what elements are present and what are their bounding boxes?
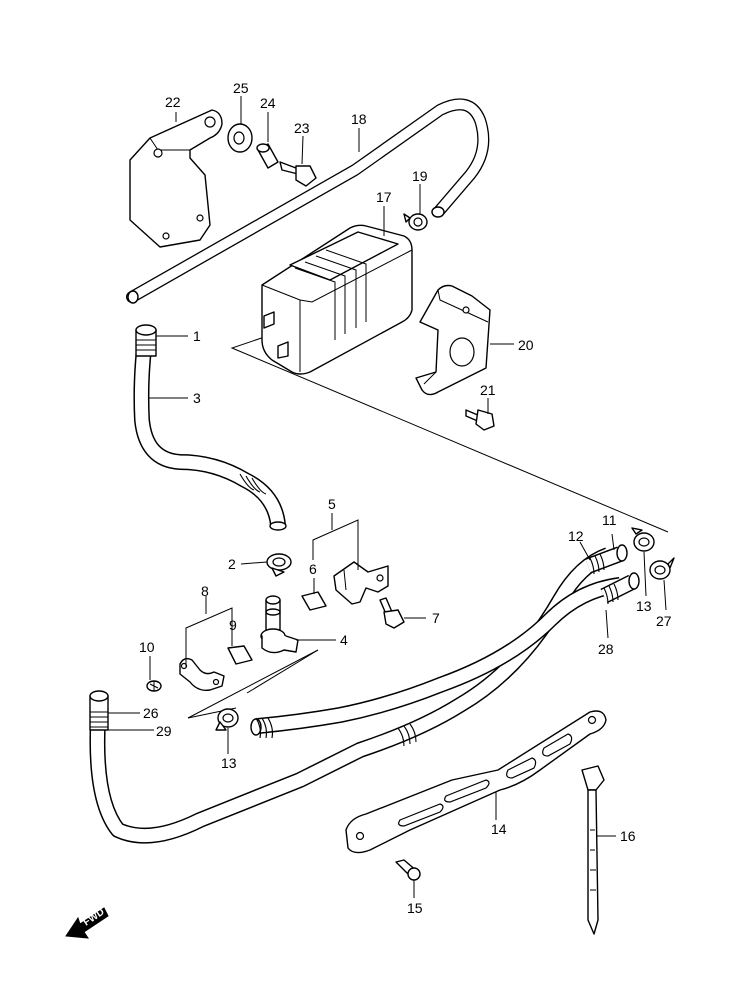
label-part-7: 7 [432,610,440,626]
label-part-27: 27 [656,613,672,629]
label-part-19: 19 [412,168,428,184]
bolt-part-21 [465,409,495,431]
bolt-part-7 [379,597,405,629]
clamp-part-19 [403,213,428,231]
label-part-3: 3 [193,390,201,406]
label-part-25: 25 [233,80,249,96]
grommet-part-25 [227,123,253,153]
label-part-15: 15 [407,900,423,916]
label-part-11: 11 [602,512,617,528]
hose-part-12 [585,544,628,575]
collar-part-24 [256,143,279,169]
fitting-part-1 [135,324,267,495]
label-part-6: 6 [309,561,317,577]
hose-part-29 [89,547,612,844]
label-part-9: 9 [229,617,237,633]
cable-tie-part-16 [581,765,605,935]
label-part-29: 29 [156,723,172,739]
clamp-part-2 [266,553,292,577]
hose-part-11 [600,572,640,605]
hose-end-part-26 [89,690,417,747]
bracket-part-22 [129,109,223,248]
part-number-labels: 1 3 2 4 5 6 7 8 9 10 26 29 13 12 11 13 2… [139,80,672,916]
label-part-26: 26 [143,705,159,721]
label-part-12: 12 [568,528,584,544]
screw-part-10 [146,680,162,692]
clamp-part-13-lower [215,708,239,731]
label-part-28: 28 [598,641,614,657]
label-part-1: 1 [193,328,201,344]
fitting-part-4 [260,595,299,654]
hose-part-3 [133,339,287,531]
clamp-part-27 [649,557,675,580]
label-part-2: 2 [228,556,236,572]
hose-part-18 [126,98,490,304]
label-part-8: 8 [201,583,209,599]
label-part-5: 5 [328,496,336,512]
label-part-22: 22 [165,94,181,110]
pad-part-9 [227,645,253,665]
label-part-17: 17 [376,189,392,205]
screw-part-15 [395,859,421,881]
label-part-13-lower: 13 [221,755,237,771]
label-part-24: 24 [260,95,276,111]
leader-lines [108,96,667,898]
label-part-14: 14 [491,821,507,837]
bolt-part-23 [279,161,317,187]
label-part-13-upper: 13 [636,598,652,614]
fwd-arrow-icon: FWD [65,907,109,939]
label-part-23: 23 [294,120,310,136]
label-part-21: 21 [480,382,496,398]
canister-part-17 [261,224,413,375]
clamp-part-13-upper [631,527,655,552]
bracket-part-5 [333,561,389,605]
label-part-18: 18 [351,111,367,127]
bracket-part-20 [415,284,491,396]
clamp-part-8 [179,657,225,692]
pad-part-6 [301,591,327,611]
label-part-10: 10 [139,639,155,655]
label-part-16: 16 [620,828,636,844]
label-part-4: 4 [340,632,348,648]
bracket-part-14 [345,710,607,854]
label-part-20: 20 [518,337,534,353]
